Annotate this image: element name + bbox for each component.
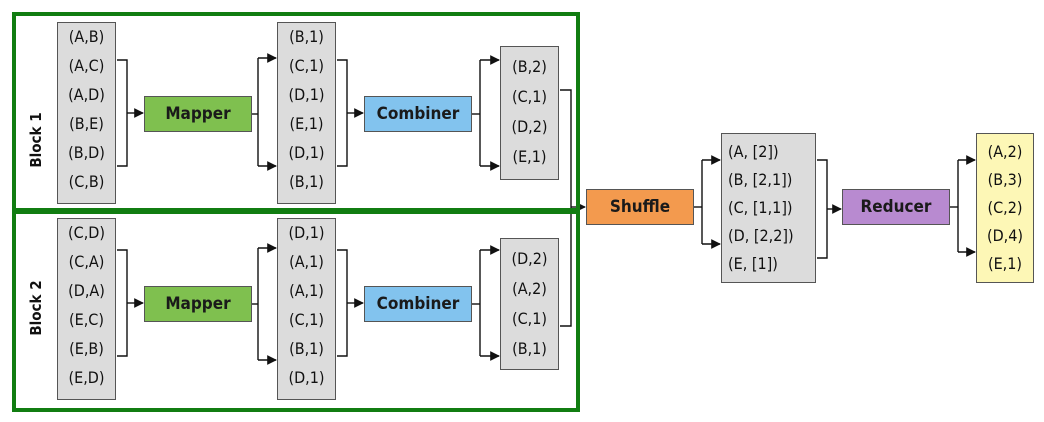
kv-pair: (D,2) (511, 249, 548, 268)
reducer-stage: Reducer (842, 189, 950, 225)
kv-pair: (E,1) (512, 147, 547, 166)
shuffled-box: (A, [2]) (B, [2,1]) (C, [1,1]) (D, [2,2]… (721, 133, 816, 283)
kv-pair: (D,1) (288, 143, 325, 162)
block-1-frame (12, 12, 580, 214)
kv-pair: (B, [2,1]) (728, 170, 793, 189)
kv-pair: (B,E) (69, 114, 104, 133)
kv-pair: (B,2) (512, 57, 547, 76)
kv-pair: (E,B) (69, 339, 104, 358)
kv-pair: (E, [1]) (728, 254, 778, 273)
block-2-input-box: (C,D) (C,A) (D,A) (E,C) (E,B) (E,D) (57, 218, 116, 400)
block-2-label: Block 2 (27, 280, 45, 336)
kv-pair: (E,D) (68, 368, 105, 387)
kv-pair: (E,C) (69, 310, 104, 329)
kv-pair: (D,1) (288, 223, 325, 242)
reduced-box: (A,2) (B,3) (C,2) (D,4) (E,1) (976, 133, 1034, 283)
shuffle-stage: Shuffle (586, 189, 694, 225)
block-1-combiner: Combiner (364, 96, 472, 132)
block-2-combined-box: (D,2) (A,2) (C,1) (B,1) (500, 238, 559, 370)
kv-pair: (A,1) (289, 281, 324, 300)
kv-pair: (D,A) (68, 281, 105, 300)
kv-pair: (C, [1,1]) (728, 198, 793, 217)
kv-pair: (A,2) (512, 279, 547, 298)
kv-pair: (A,1) (289, 252, 324, 271)
kv-pair: (D,1) (288, 85, 325, 104)
kv-pair: (B,1) (289, 339, 324, 358)
kv-pair: (C,1) (288, 310, 324, 329)
block-2-combiner: Combiner (364, 286, 472, 322)
block-2-frame (12, 208, 580, 412)
kv-pair: (A,B) (68, 27, 105, 46)
kv-pair: (C,1) (511, 309, 547, 328)
kv-pair: (A,2) (987, 142, 1023, 161)
kv-pair: (B,1) (289, 172, 324, 191)
kv-pair: (D,1) (288, 368, 325, 387)
block-1-input-box: (A,B) (A,C) (A,D) (B,E) (B,D) (C,B) (57, 22, 116, 204)
block-2-mapper: Mapper (144, 286, 252, 322)
kv-pair: (C,D) (68, 223, 105, 242)
kv-pair: (B,3) (987, 170, 1023, 189)
kv-pair: (B,1) (512, 339, 547, 358)
kv-pair: (E,1) (289, 114, 324, 133)
kv-pair: (A,D) (68, 85, 105, 104)
shuffled-to-reducer-bracket (817, 159, 828, 259)
kv-pair: (E,1) (987, 254, 1023, 273)
kv-pair: (D,4) (986, 226, 1024, 245)
kv-pair: (A, [2]) (728, 142, 779, 161)
kv-pair: (C,2) (987, 198, 1023, 217)
kv-pair: (A,C) (68, 56, 105, 75)
kv-pair: (C,1) (511, 87, 547, 106)
kv-pair: (B,1) (289, 27, 324, 46)
kv-pair: (C,1) (288, 56, 324, 75)
kv-pair: (B,D) (68, 143, 105, 162)
block-1-mapped-box: (B,1) (C,1) (D,1) (E,1) (D,1) (B,1) (277, 22, 336, 204)
kv-pair: (D, [2,2]) (728, 226, 794, 245)
block-1-label: Block 1 (27, 112, 45, 168)
block-1-combined-box: (B,2) (C,1) (D,2) (E,1) (500, 46, 559, 180)
kv-pair: (C,B) (68, 172, 105, 191)
block-1-mapper: Mapper (144, 96, 252, 132)
kv-pair: (C,A) (68, 252, 105, 271)
block-2-mapped-box: (D,1) (A,1) (A,1) (C,1) (B,1) (D,1) (277, 218, 336, 400)
kv-pair: (D,2) (511, 117, 548, 136)
